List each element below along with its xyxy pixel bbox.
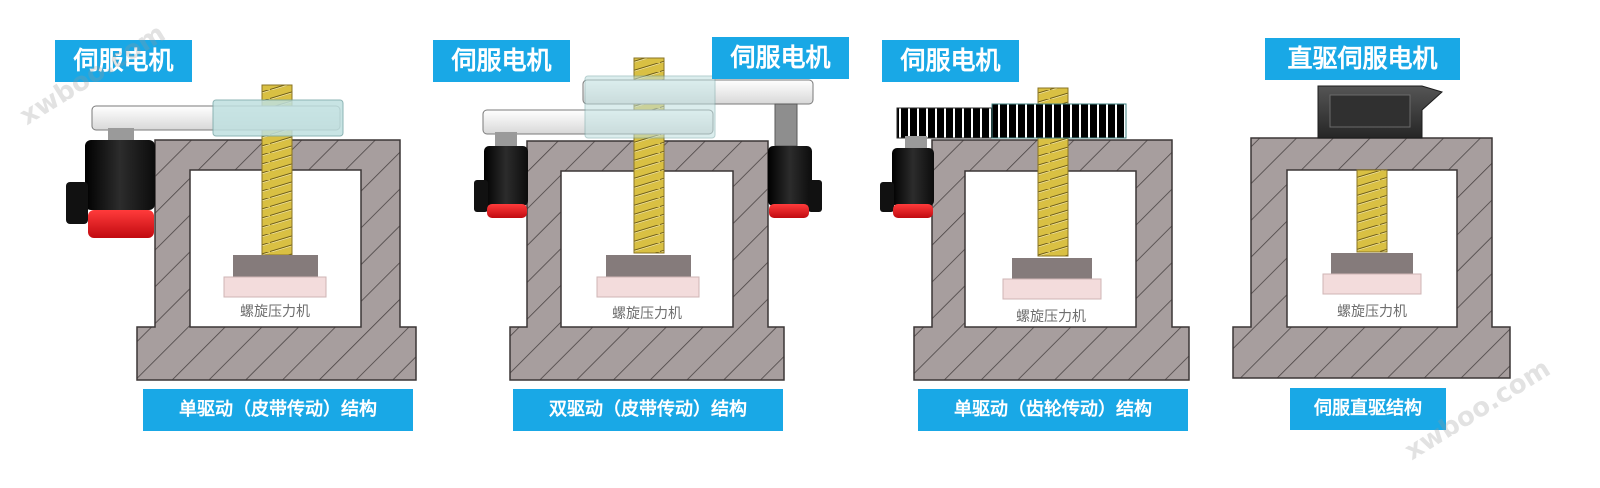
workpiece bbox=[1322, 273, 1422, 295]
workpiece bbox=[596, 276, 700, 298]
label-servo-motor-2a: 伺服电机 bbox=[433, 40, 570, 82]
workpiece bbox=[223, 276, 327, 298]
servo-motor-body bbox=[892, 148, 934, 206]
pulley bbox=[212, 99, 344, 137]
panel-direct-drive bbox=[1232, 85, 1511, 379]
lead-screw bbox=[1356, 169, 1388, 253]
motor-end-cap bbox=[88, 210, 154, 238]
motor-end-cap bbox=[893, 204, 933, 218]
press-label-4: 螺旋压力机 bbox=[1337, 304, 1407, 320]
servo-motor-right bbox=[768, 146, 812, 206]
pinion-gear bbox=[896, 107, 998, 139]
label-servo-motor-2b: 伺服电机 bbox=[712, 37, 849, 79]
press-frame bbox=[509, 140, 785, 381]
motor-connector-right bbox=[808, 180, 822, 212]
press-frame bbox=[136, 139, 417, 381]
motor-end-cap-right bbox=[769, 204, 809, 218]
motor-connector bbox=[880, 182, 894, 212]
label-servo-motor-3: 伺服电机 bbox=[882, 40, 1019, 82]
servo-motor-body bbox=[85, 140, 155, 210]
motor-shaft bbox=[108, 128, 134, 140]
press-label-3: 螺旋压力机 bbox=[1016, 309, 1086, 325]
panel-single-gear bbox=[880, 87, 1190, 381]
platen bbox=[1331, 253, 1413, 274]
motor-shaft-left bbox=[495, 132, 517, 146]
label-direct-drive-motor: 直驱伺服电机 bbox=[1265, 38, 1460, 80]
press-label-1: 螺旋压力机 bbox=[240, 304, 310, 320]
caption-single-gear: 单驱动（齿轮传动）结构 bbox=[918, 389, 1188, 431]
main-gear bbox=[991, 103, 1127, 139]
motor-shaft bbox=[905, 136, 927, 148]
caption-dual-belt: 双驱动（皮带传动）结构 bbox=[513, 389, 783, 431]
label-servo-motor-1: 伺服电机 bbox=[55, 40, 192, 82]
press-label-2: 螺旋压力机 bbox=[612, 306, 682, 322]
panel-dual-belt bbox=[474, 57, 822, 381]
press-frame bbox=[1232, 137, 1511, 379]
motor-end-cap-left bbox=[487, 204, 527, 218]
pulley bbox=[584, 75, 716, 139]
caption-single-belt: 单驱动（皮带传动）结构 bbox=[143, 389, 413, 431]
workpiece bbox=[1002, 278, 1102, 300]
platen bbox=[606, 255, 691, 277]
motor-connector-left bbox=[474, 180, 488, 212]
motor-shaft-right bbox=[774, 103, 798, 147]
servo-motor-left bbox=[484, 146, 528, 206]
platen bbox=[1012, 258, 1092, 279]
caption-direct-drive: 伺服直驱结构 bbox=[1290, 388, 1446, 430]
platen bbox=[233, 255, 318, 277]
press-frame bbox=[913, 139, 1190, 381]
direct-drive-motor-window bbox=[1329, 94, 1411, 128]
motor-connector bbox=[66, 182, 88, 224]
panel-single-belt bbox=[66, 84, 417, 381]
